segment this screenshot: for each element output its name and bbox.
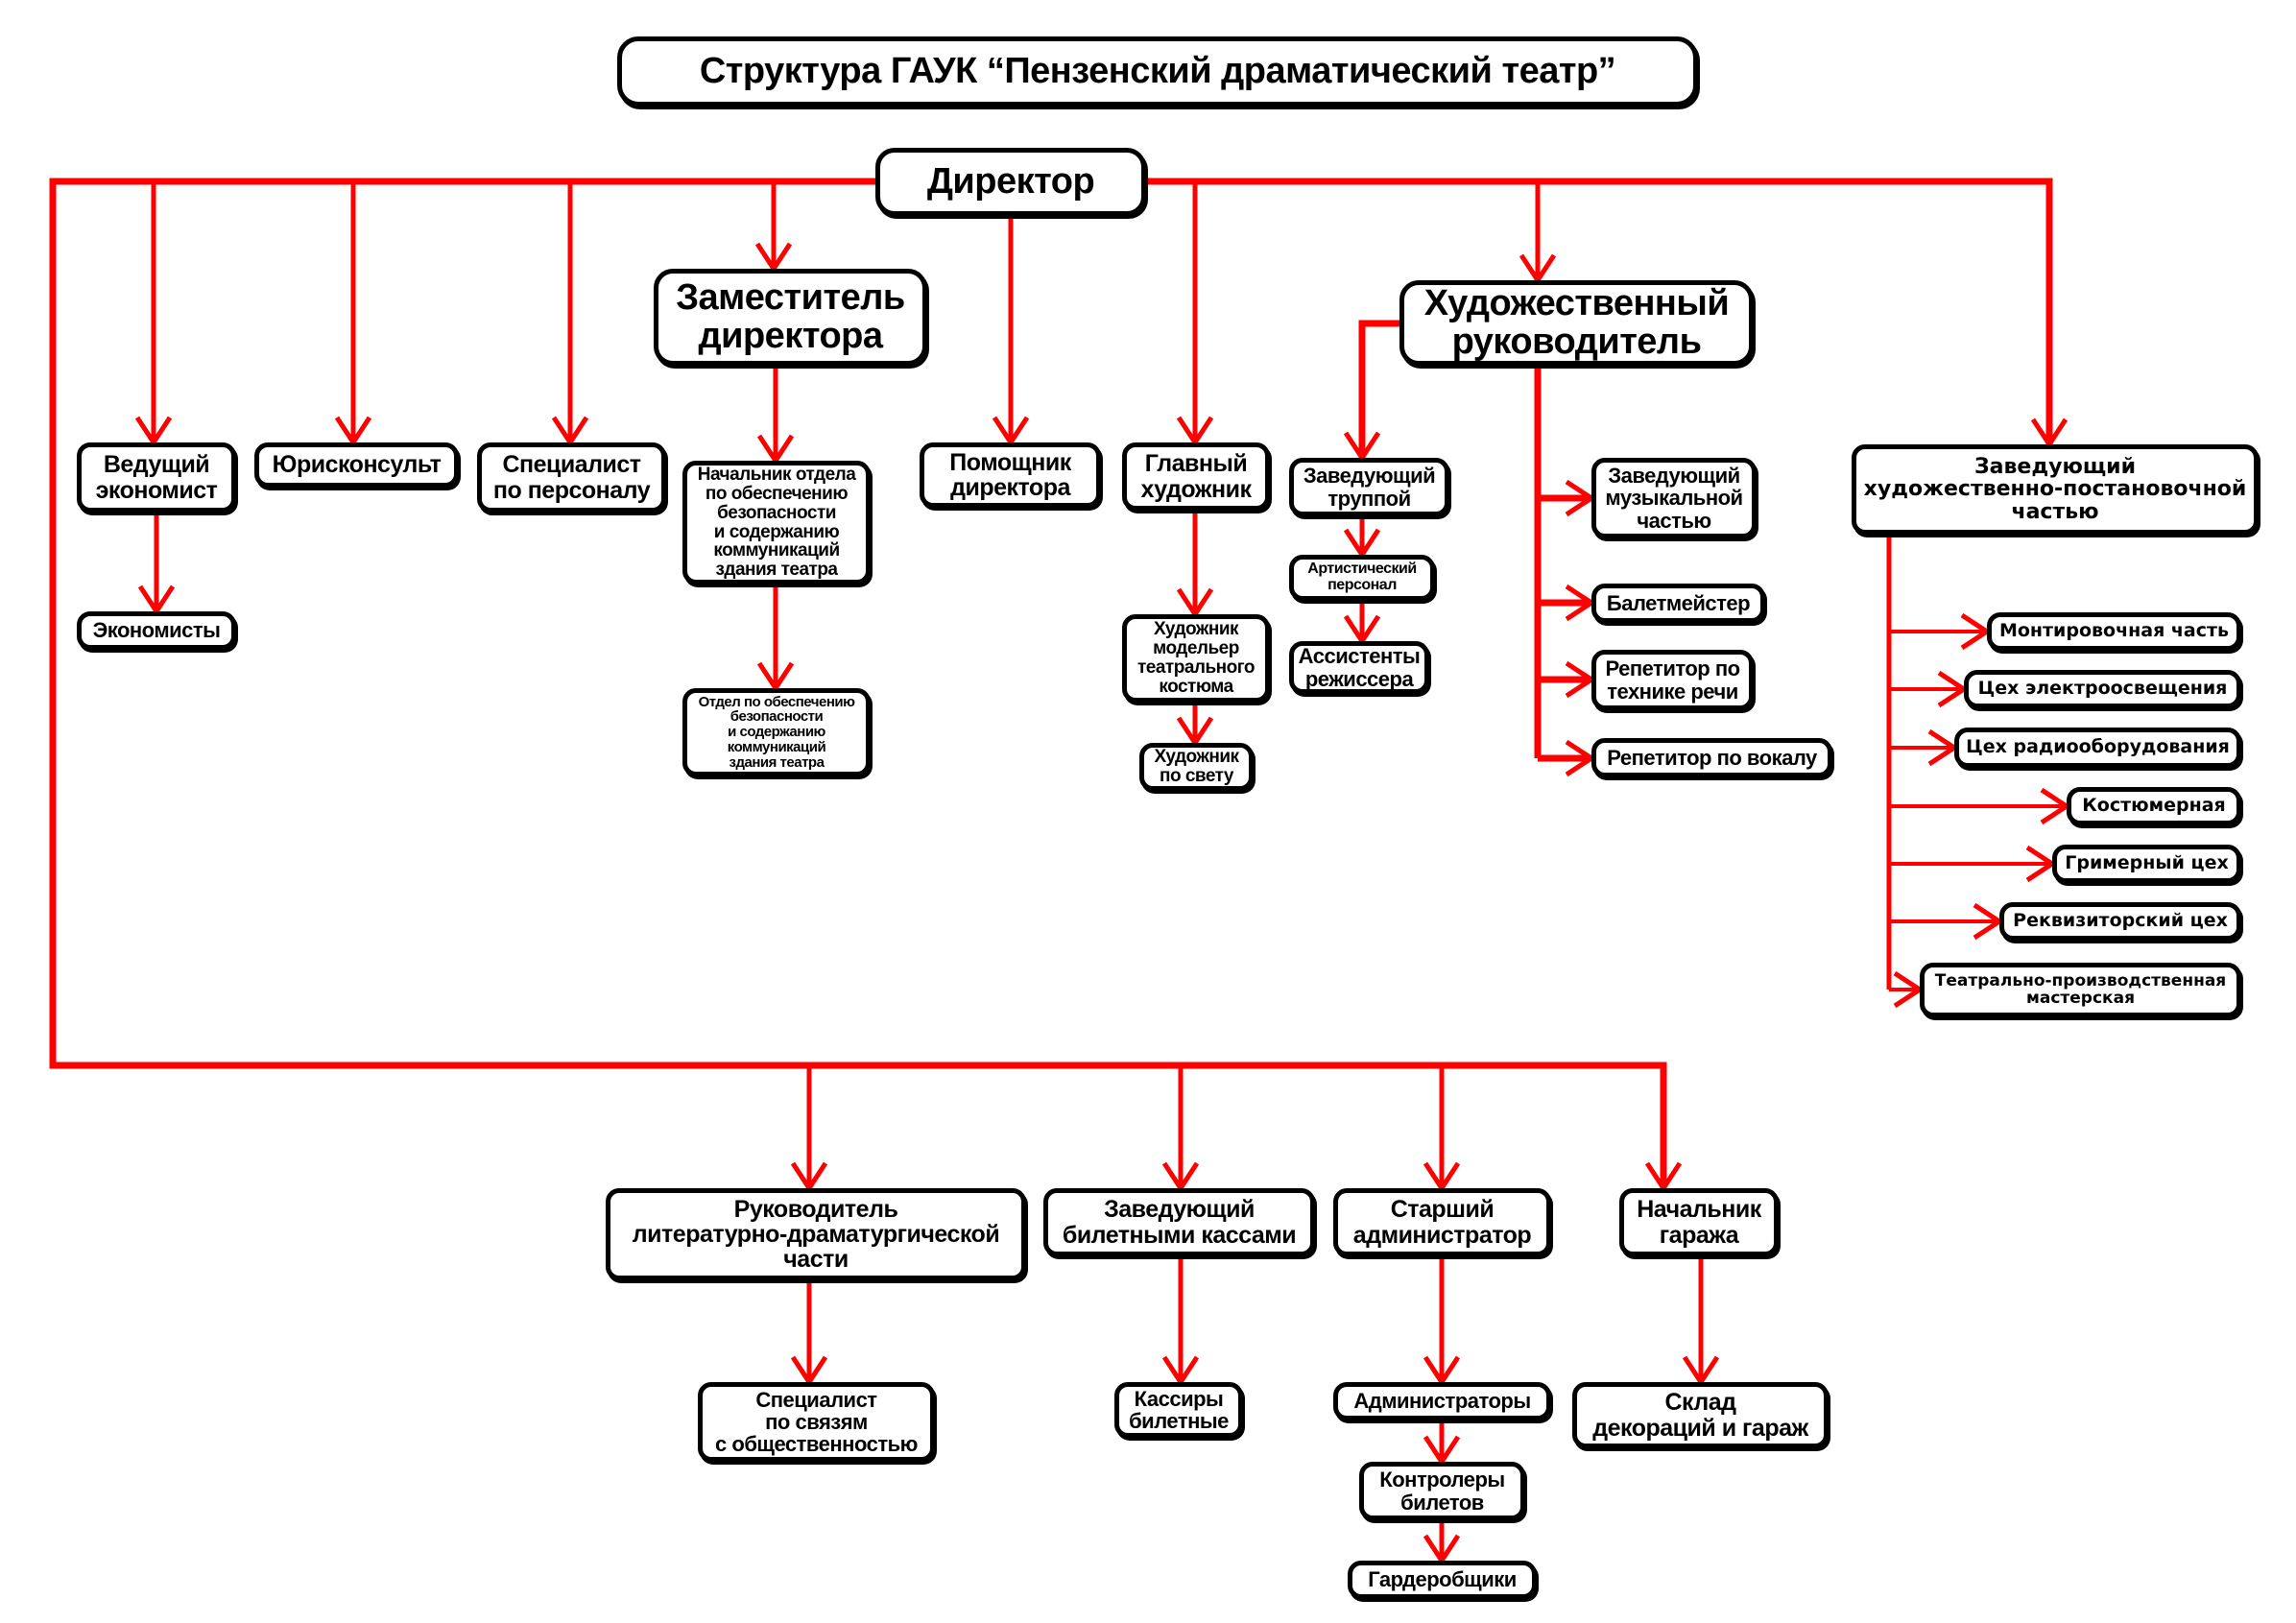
node-literary-head: Руководитель литературно-драматургическо… bbox=[606, 1188, 1026, 1280]
node-garage-head: Начальник гаража bbox=[1619, 1188, 1779, 1256]
node-hr-specialist: Специалист по персоналу bbox=[477, 442, 666, 513]
node-box-office-head: Заведующий билетными кассами bbox=[1043, 1188, 1315, 1256]
node-costume-designer: Художник модельер театрального костюма bbox=[1122, 614, 1270, 703]
node-choreographer: Балетмейстер bbox=[1591, 584, 1765, 623]
node-vocal-coach: Репетитор по вокалу bbox=[1591, 738, 1832, 777]
node-artistic-staff: Артистический персонал bbox=[1289, 555, 1435, 601]
node-radio-shop: Цех радиооборудования bbox=[1954, 728, 2241, 768]
node-ticket-controllers: Контролеры билетов bbox=[1359, 1462, 1525, 1520]
node-lighting-artist: Художник по свету bbox=[1139, 743, 1254, 791]
node-administrators: Администраторы bbox=[1333, 1382, 1551, 1420]
node-artistic-director: Художественный руководитель bbox=[1399, 280, 1754, 366]
node-assembly: Монтировочная часть bbox=[1987, 612, 2241, 651]
node-deputy-director: Заместитель директора bbox=[654, 269, 927, 366]
node-economists: Экономисты bbox=[77, 611, 236, 650]
node-security-head: Начальник отдела по обеспечению безопасн… bbox=[682, 461, 871, 585]
node-music-head: Заведующий музыкальной частью bbox=[1591, 458, 1757, 538]
top-left-bus bbox=[49, 178, 1667, 1188]
node-director: Директор bbox=[875, 148, 1146, 216]
node-security-dept: Отдел по обеспечению безопасности и соде… bbox=[682, 688, 871, 776]
node-cloakroom: Гардеробщики bbox=[1348, 1561, 1537, 1599]
node-warehouse: Склад декораций и гараж bbox=[1572, 1382, 1829, 1448]
node-assistant-directors: Ассистенты режиссера bbox=[1289, 641, 1429, 694]
top-right-bus bbox=[1146, 178, 2053, 444]
node-chief-artist: Главный художник bbox=[1122, 442, 1270, 511]
node-production-head: Заведующий художественно-постановочной ч… bbox=[1852, 444, 2259, 535]
node-legal-advisor: Юрисконсульт bbox=[254, 442, 459, 488]
node-workshop: Театрально-производственная мастерская bbox=[1920, 963, 2241, 1017]
node-props-shop: Реквизиторский цех bbox=[1999, 902, 2241, 941]
chart-title: Структура ГАУК “Пензенский драматический… bbox=[617, 36, 1698, 107]
node-director-assistant: Помощник директора bbox=[920, 442, 1101, 508]
node-speech-coach: Репетитор по технике речи bbox=[1591, 650, 1754, 710]
node-makeup-shop: Гримерный цех bbox=[2052, 845, 2241, 883]
node-pr-specialist: Специалист по связям с общественностью bbox=[698, 1382, 935, 1462]
node-cashiers: Кассиры билетные bbox=[1114, 1382, 1243, 1438]
node-troupe-head: Заведующий труппой bbox=[1289, 458, 1449, 516]
node-costume-room: Костюмерная bbox=[2067, 787, 2241, 825]
connector-line bbox=[1358, 320, 1399, 458]
node-lighting-shop: Цех электроосвещения bbox=[1964, 670, 2241, 708]
node-lead-economist: Ведущий экономист bbox=[77, 442, 236, 513]
node-senior-admin: Старший администратор bbox=[1333, 1188, 1551, 1256]
